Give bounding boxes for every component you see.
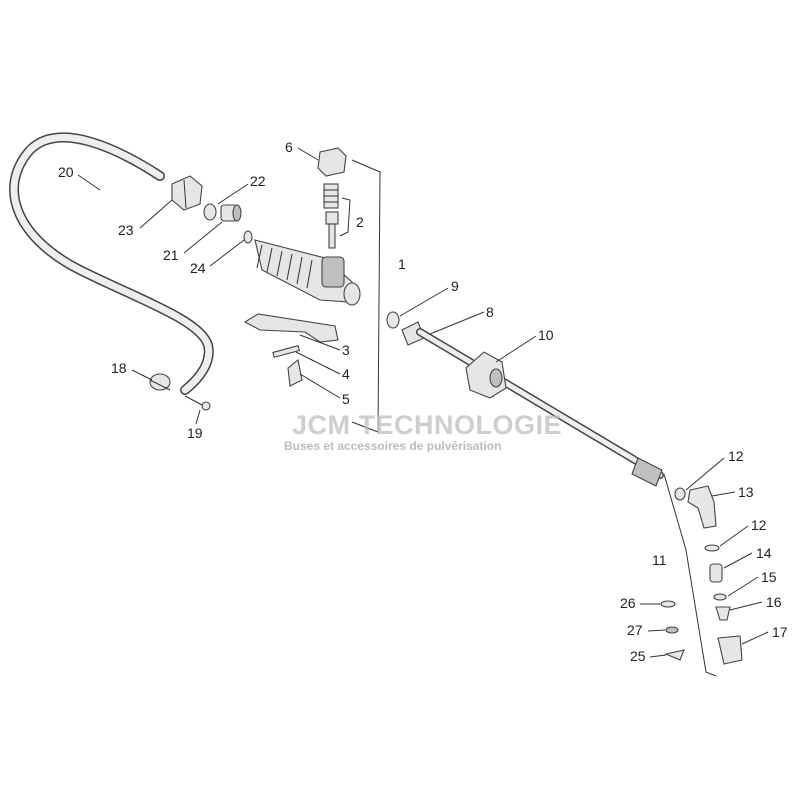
lance-tube-part-8 <box>401 321 664 487</box>
leader-line-18 <box>131 369 153 381</box>
callout-label-24: 24 <box>190 260 206 276</box>
callout-label-23: 23 <box>118 222 134 238</box>
washer-part-26 <box>660 600 676 608</box>
callout-label-4: 4 <box>342 366 350 382</box>
leader-line-27 <box>647 629 666 632</box>
nut-part-23 <box>171 175 203 211</box>
callout-label-20: 20 <box>58 164 74 180</box>
callout-label-26: 26 <box>620 595 636 611</box>
group-bracket-2 <box>339 197 351 237</box>
watermark-title: JCM TECHNOLOGIE <box>292 410 562 440</box>
callout-label-15: 15 <box>761 569 777 585</box>
callout-label-18: 18 <box>111 360 127 376</box>
fitting-part-21 <box>220 204 242 222</box>
leader-line-17 <box>741 631 769 645</box>
nut-part-10 <box>465 351 507 399</box>
group-bracket-11 <box>663 473 717 677</box>
leader-line-21 <box>183 221 223 254</box>
callout-label-11: 11 <box>652 552 667 568</box>
watermark-subtitle: Buses et accessoires de pulvérisation <box>284 439 501 453</box>
callout-label-12: 12 <box>751 517 767 533</box>
leader-line-13 <box>711 491 736 497</box>
valve-pin-part-2 <box>325 211 339 249</box>
hose-part-20 <box>9 132 214 395</box>
screw-part-19 <box>184 395 211 411</box>
leader-line-20 <box>77 174 101 191</box>
filter-part-14 <box>709 563 723 583</box>
callout-label-16: 16 <box>766 594 782 610</box>
washer-part-12 <box>674 487 686 501</box>
leader-line-25 <box>649 654 667 658</box>
callout-label-6: 6 <box>285 139 293 155</box>
watermark: JCM TECHNOLOGIE Buses et accessoires de … <box>284 410 562 453</box>
leader-line-22 <box>217 183 249 205</box>
callout-label-9: 9 <box>451 278 459 294</box>
callout-label-12: 12 <box>728 448 744 464</box>
callout-label-22: 22 <box>250 173 266 189</box>
pin-part-4 <box>272 345 301 358</box>
callout-label-2: 2 <box>356 214 364 230</box>
leader-line-12 <box>719 525 749 547</box>
elbow-part-13 <box>687 485 717 529</box>
washer-part-22 <box>203 203 217 221</box>
seal-part-25 <box>664 649 685 661</box>
washer-part-15 <box>713 593 727 601</box>
spring-part <box>323 183 339 209</box>
tip-part-16 <box>715 606 731 621</box>
callout-label-13: 13 <box>738 484 754 500</box>
callout-label-17: 17 <box>772 624 788 640</box>
cap-nut-part-6 <box>317 147 347 177</box>
handle-body-part-1 <box>254 239 361 306</box>
callout-label-1: 1 <box>398 256 406 272</box>
oring-part-9 <box>386 311 400 329</box>
leader-line-10 <box>495 335 537 363</box>
leader-line-9 <box>399 287 449 317</box>
leader-line-8 <box>429 311 485 335</box>
leader-line-14 <box>723 552 753 569</box>
clamp-part-18 <box>149 373 171 391</box>
leader-lines <box>77 147 769 658</box>
leader-line-12 <box>685 457 725 491</box>
callout-label-14: 14 <box>756 545 772 561</box>
washer-part-12b <box>704 544 720 552</box>
callout-label-5: 5 <box>342 391 350 407</box>
callout-label-21: 21 <box>163 247 179 263</box>
cap-part-17 <box>717 635 743 665</box>
group-bracket-1 <box>351 159 381 433</box>
leader-line-16 <box>729 601 763 611</box>
washer-part-27 <box>665 626 679 634</box>
leader-line-6 <box>297 147 319 161</box>
oring-part-24 <box>243 230 253 244</box>
leader-line-15 <box>727 576 759 597</box>
lever-part-3 <box>243 313 339 343</box>
callout-label-10: 10 <box>538 327 554 343</box>
callout-label-25: 25 <box>630 648 646 664</box>
leader-line-24 <box>209 239 245 267</box>
callout-label-27: 27 <box>627 622 643 638</box>
callout-label-8: 8 <box>486 304 494 320</box>
callout-label-19: 19 <box>187 425 203 441</box>
leader-line-23 <box>139 199 173 229</box>
leader-line-4 <box>295 351 341 375</box>
clip-part-5 <box>287 359 303 387</box>
leader-line-5 <box>299 373 341 399</box>
leader-line-19 <box>195 409 201 425</box>
leader-line-3 <box>299 334 341 351</box>
callout-label-3: 3 <box>342 342 350 358</box>
